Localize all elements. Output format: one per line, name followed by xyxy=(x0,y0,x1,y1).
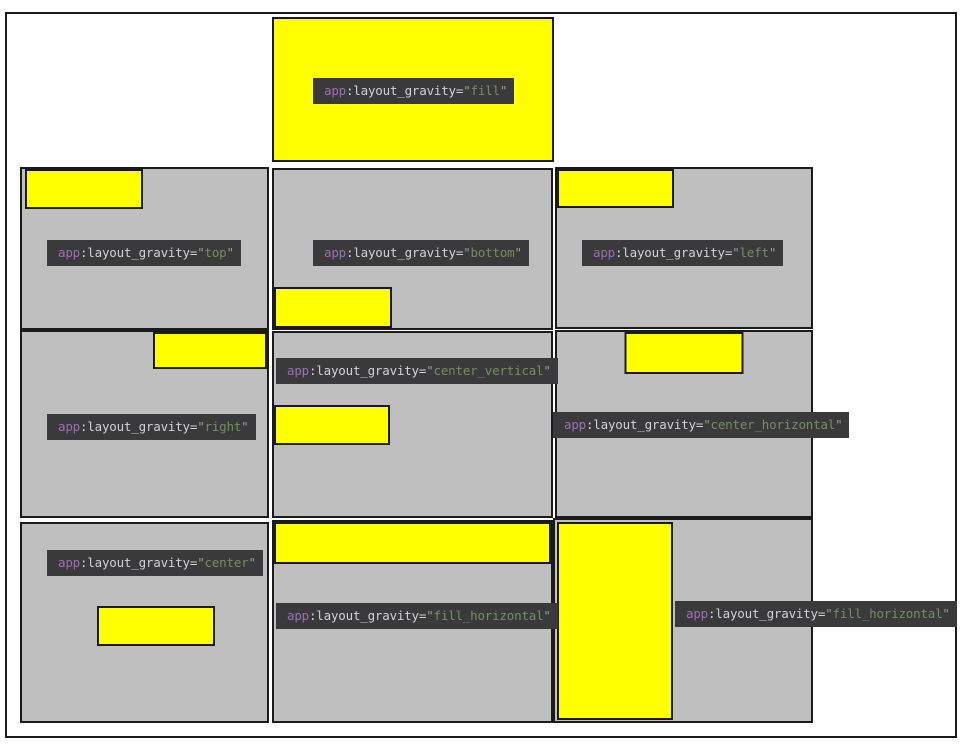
code-value: center_horizontal xyxy=(710,417,836,432)
gravity-view-center-vertical xyxy=(274,404,390,445)
code-attribute: :layout_gravity= xyxy=(79,419,198,434)
code-quote-open: " xyxy=(426,608,434,623)
code-value: fill_horizontal xyxy=(832,606,943,621)
code-quote-open: " xyxy=(825,606,833,621)
code-attribute: :layout_gravity= xyxy=(79,245,198,260)
gravity-label: app:layout_gravity="right" xyxy=(47,414,256,440)
code-value: center xyxy=(204,555,249,570)
code-quote-close: " xyxy=(248,555,257,570)
code-quote-open: " xyxy=(426,363,434,378)
gravity-view-center-horizontal xyxy=(624,332,744,374)
gravity-view-bottom xyxy=(274,287,392,328)
gravity-view-right xyxy=(153,332,267,369)
grid-cell-right: app:layout_gravity="right" xyxy=(20,330,269,518)
gravity-label: app:layout_gravity="left" xyxy=(582,240,784,266)
grid-cell-fill-vertical: app:layout_gravity="fill_horizontal" xyxy=(553,518,957,723)
grid-cell-fill: app:layout_gravity="fill" xyxy=(272,17,554,162)
code-quote-close: " xyxy=(514,245,523,260)
code-namespace: app xyxy=(324,245,346,260)
code-quote-close: " xyxy=(543,608,551,623)
gravity-label: app:layout_gravity="fill_horizontal" xyxy=(276,603,558,629)
gravity-label: app:layout_gravity="top" xyxy=(47,240,241,266)
grid-cell-center: app:layout_gravity="center" xyxy=(20,522,269,723)
code-namespace: app xyxy=(58,245,80,260)
gravity-view-left xyxy=(557,169,674,208)
grid-cell-center-horizontal: app:layout_gravity="center_horizontal" xyxy=(553,330,850,518)
code-namespace: app xyxy=(324,83,346,98)
code-namespace: app xyxy=(686,606,708,621)
code-quote-close: " xyxy=(226,245,235,260)
gravity-view-top xyxy=(25,169,143,209)
code-quote-open: " xyxy=(197,419,205,434)
gravity-label: app:layout_gravity="fill_horizontal" xyxy=(675,601,957,627)
code-quote-close: " xyxy=(241,419,249,434)
grid-cell-fill-horizontal: app:layout_gravity="fill_horizontal" xyxy=(272,520,558,723)
code-quote-open: " xyxy=(197,245,205,260)
gravity-label: app:layout_gravity="bottom" xyxy=(313,240,529,266)
code-attribute: :layout_gravity= xyxy=(345,83,464,98)
grid-cell-center-vertical: app:layout_gravity="center_vertical" xyxy=(272,331,558,518)
grid-cell-left: app:layout_gravity="left" xyxy=(555,167,813,329)
code-quote-close: " xyxy=(499,83,508,98)
code-value: top xyxy=(204,245,227,260)
code-namespace: app xyxy=(287,608,309,623)
grid-cell-bottom: app:layout_gravity="bottom" xyxy=(272,168,553,330)
code-value: center_vertical xyxy=(433,363,544,378)
code-attribute: :layout_gravity= xyxy=(79,555,198,570)
code-value: right xyxy=(204,419,242,434)
grid-cell-top: app:layout_gravity="top" xyxy=(20,167,269,330)
code-attribute: :layout_gravity= xyxy=(614,245,733,260)
code-namespace: app xyxy=(593,245,615,260)
gravity-view-fill-horizontal xyxy=(274,522,551,564)
code-quote-close: " xyxy=(768,245,777,260)
code-namespace: app xyxy=(564,417,586,432)
code-attribute: :layout_gravity= xyxy=(308,608,427,623)
gravity-label: app:layout_gravity="center" xyxy=(47,550,263,576)
code-attribute: :layout_gravity= xyxy=(585,417,704,432)
code-attribute: :layout_gravity= xyxy=(345,245,464,260)
code-attribute: :layout_gravity= xyxy=(308,363,427,378)
code-namespace: app xyxy=(58,419,80,434)
code-quote-open: " xyxy=(732,245,740,260)
code-quote-close: " xyxy=(835,417,843,432)
gravity-view-center xyxy=(97,606,215,646)
code-namespace: app xyxy=(58,555,80,570)
code-value: bottom xyxy=(470,245,515,260)
gravity-label: app:layout_gravity="fill" xyxy=(313,78,515,104)
code-quote-open: " xyxy=(197,555,205,570)
code-quote-open: " xyxy=(703,417,711,432)
code-quote-close: " xyxy=(543,363,551,378)
code-namespace: app xyxy=(287,363,309,378)
gravity-view-fill-vertical xyxy=(557,522,673,720)
code-quote-open: " xyxy=(463,245,471,260)
code-value: fill xyxy=(470,83,501,98)
code-value: left xyxy=(739,245,770,260)
code-attribute: :layout_gravity= xyxy=(707,606,826,621)
code-value: fill_horizontal xyxy=(433,608,544,623)
code-quote-close: " xyxy=(942,606,950,621)
gravity-label: app:layout_gravity="center_vertical" xyxy=(276,358,558,384)
code-quote-open: " xyxy=(463,83,471,98)
gravity-label: app:layout_gravity="center_horizontal" xyxy=(553,412,850,438)
